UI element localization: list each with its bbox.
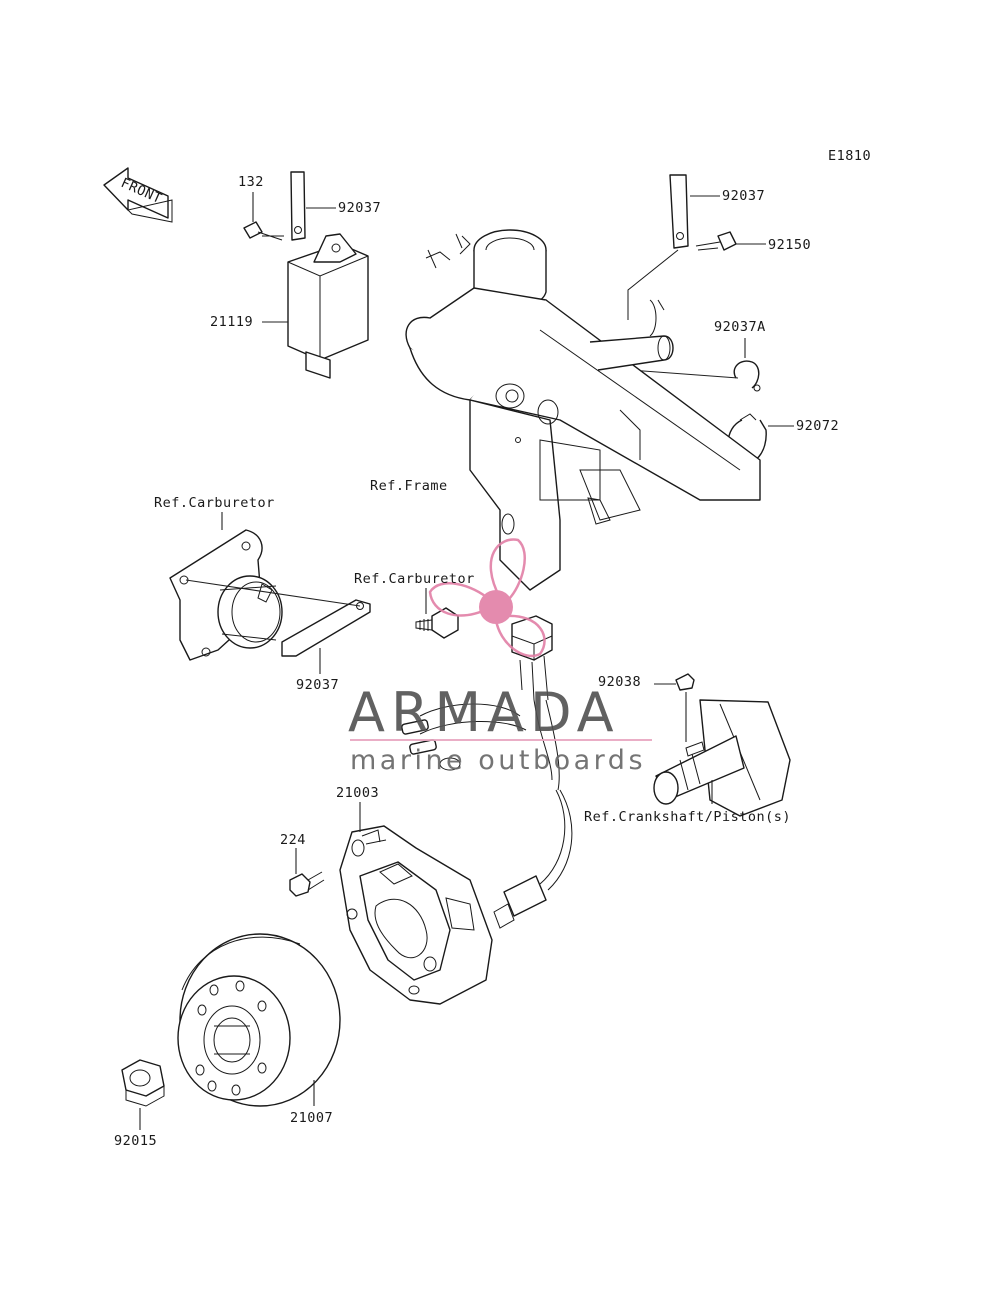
label-224: 224 <box>280 832 306 848</box>
label-92037-middle: 92037 <box>296 677 339 693</box>
frame-reference <box>405 229 761 591</box>
front-arrow-icon: FRONT <box>103 167 173 223</box>
label-92037-top-right: 92037 <box>722 188 765 204</box>
bolt-224 <box>289 871 325 897</box>
label-ref-frame: Ref.Frame <box>370 478 448 494</box>
label-ref-carburetor-center: Ref.Carburetor <box>354 571 475 587</box>
label-92037A: 92037A <box>714 319 766 335</box>
label-92015: 92015 <box>114 1133 157 1149</box>
label-ref-carburetor-left: Ref.Carburetor <box>154 495 275 511</box>
label-21007: 21007 <box>290 1110 333 1126</box>
label-21003: 21003 <box>336 785 379 801</box>
label-92038: 92038 <box>598 674 641 690</box>
label-92037-top-left: 92037 <box>338 200 381 216</box>
diagram-code: E1810 <box>828 148 871 164</box>
stator-21003 <box>339 825 493 1005</box>
label-132: 132 <box>238 174 264 190</box>
armada-watermark: ARMADA marine outboards <box>348 538 652 776</box>
carburetor-bolt <box>415 607 459 639</box>
carburetor-reference <box>169 529 283 661</box>
cdi-unit-21119 <box>243 171 369 379</box>
crankshaft-reference <box>653 673 791 817</box>
bracket-92037-middle <box>281 599 371 657</box>
label-92150: 92150 <box>768 237 811 253</box>
clip-92037A <box>733 360 761 392</box>
bracket-92037-right <box>627 174 737 320</box>
label-92072: 92072 <box>796 418 839 434</box>
watermark-brand: ARMADA <box>348 681 620 744</box>
flywheel-21007 <box>177 933 341 1107</box>
nut-92015 <box>121 1059 165 1107</box>
propeller-logo-icon <box>428 538 546 657</box>
watermark-tagline: marine outboards <box>350 745 646 776</box>
label-ref-crankshaft: Ref.Crankshaft/Piston(s) <box>584 809 791 825</box>
label-21119: 21119 <box>210 314 253 330</box>
